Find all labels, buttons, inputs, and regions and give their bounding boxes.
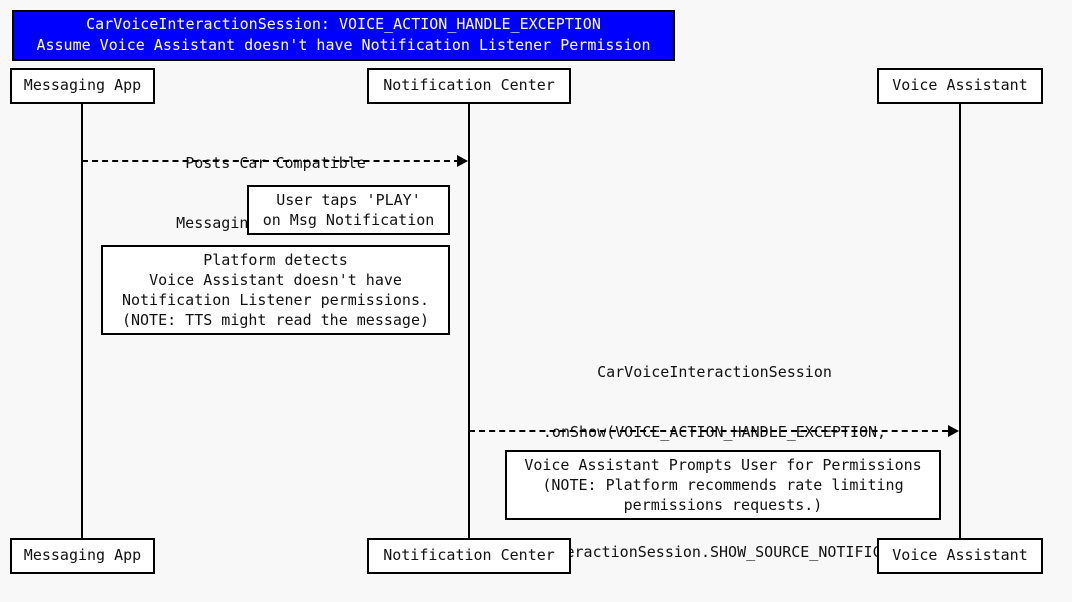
note-prompts-user-line-3: permissions requests.) bbox=[623, 496, 823, 514]
note-platform-detects-line-1: Platform detects bbox=[203, 251, 348, 269]
note-prompts-user: Voice Assistant Prompts User for Permiss… bbox=[505, 450, 941, 520]
participant-footer-messaging-app[interactable]: Messaging App bbox=[10, 538, 155, 574]
message-on-show-line-4: VoiceInteractionSession.SHOW_SOURCE_NOTI… bbox=[493, 543, 936, 561]
note-user-taps-play-line-1: User taps 'PLAY' bbox=[276, 191, 421, 209]
participant-messaging-app[interactable]: Messaging App bbox=[10, 68, 155, 104]
message-arrow-post-notification bbox=[82, 160, 460, 162]
note-platform-detects-line-3: Notification Listener permissions. bbox=[121, 291, 430, 309]
note-platform-detects-line-4: (NOTE: TTS might read the message) bbox=[121, 311, 430, 329]
message-on-show-line-2: .onShow(VOICE_ACTION_HANDLE_EXCEPTION, bbox=[542, 423, 887, 441]
note-user-taps-play: User taps 'PLAY' on Msg Notification bbox=[247, 185, 450, 235]
note-prompts-user-line-2: (NOTE: Platform recommends rate limiting bbox=[542, 476, 904, 494]
message-on-show-line-1: CarVoiceInteractionSession bbox=[597, 363, 832, 381]
diagram-title-banner: CarVoiceInteractionSession: VOICE_ACTION… bbox=[12, 10, 675, 61]
note-platform-detects-line-2: Voice Assistant doesn't have bbox=[149, 271, 402, 289]
diagram-title-line-1: CarVoiceInteractionSession: VOICE_ACTION… bbox=[86, 15, 601, 33]
message-post-notification-line-1: Posts Car Compatible bbox=[185, 154, 366, 172]
arrowhead-post-notification-icon bbox=[457, 155, 468, 167]
diagram-title-line-2: Assume Voice Assistant doesn't have Noti… bbox=[36, 36, 651, 54]
participant-footer-notification-center[interactable]: Notification Center bbox=[367, 538, 571, 574]
message-arrow-on-show bbox=[469, 430, 948, 432]
participant-voice-assistant[interactable]: Voice Assistant bbox=[877, 68, 1043, 104]
note-platform-detects: Platform detects Voice Assistant doesn't… bbox=[101, 245, 450, 335]
lifeline-notification-center bbox=[468, 103, 470, 538]
participant-footer-voice-assistant[interactable]: Voice Assistant bbox=[877, 538, 1043, 574]
note-user-taps-play-line-2: on Msg Notification bbox=[262, 211, 435, 229]
note-prompts-user-line-1: Voice Assistant Prompts User for Permiss… bbox=[524, 456, 922, 474]
arrowhead-on-show-icon bbox=[948, 425, 959, 437]
lifeline-messaging-app bbox=[81, 103, 83, 538]
lifeline-voice-assistant bbox=[959, 103, 961, 538]
participant-notification-center[interactable]: Notification Center bbox=[367, 68, 571, 104]
